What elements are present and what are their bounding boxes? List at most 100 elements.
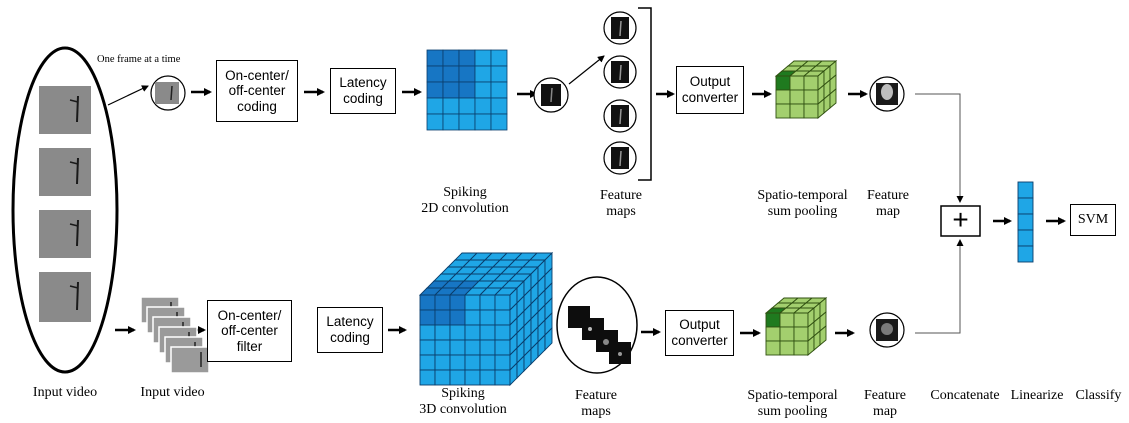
conv-cell xyxy=(490,49,508,67)
concatenate-caption: Concatenate xyxy=(930,388,1000,403)
conv3d-front-cell xyxy=(449,294,466,311)
bottom-feature-map-caption: Feature map xyxy=(864,388,906,420)
on-off-center-coding-box: On-center/ off-center coding xyxy=(216,60,298,122)
conv-cell xyxy=(490,113,508,131)
conv-cell xyxy=(458,49,476,67)
conv3d-front-cell xyxy=(479,324,496,341)
conv-cell xyxy=(442,113,460,131)
pool-top-front-cell xyxy=(775,103,791,119)
input-frame xyxy=(39,148,91,196)
conv3d-front-cell xyxy=(494,324,511,341)
pool-top-front-cell xyxy=(789,75,805,91)
conv3d-front-cell xyxy=(449,309,466,326)
conv3d-front-cell xyxy=(434,309,451,326)
conv-cell xyxy=(458,97,476,115)
input-video-ellipse xyxy=(11,46,119,374)
conv3d-front-cell xyxy=(419,294,436,311)
top-row-arrows xyxy=(191,88,868,98)
conv3d-front-cell xyxy=(479,369,496,386)
latency-coding-box-bottom: Latency coding xyxy=(317,307,383,353)
figure-silhouette xyxy=(76,219,79,247)
concat-plus-symbol: + xyxy=(952,204,969,235)
conv3d-front-cell xyxy=(479,309,496,326)
conv-cell xyxy=(442,81,460,99)
pool-bottom-front-cell xyxy=(765,340,781,356)
latency-coding-box-top: Latency coding xyxy=(330,68,396,114)
figure-arm xyxy=(69,99,79,103)
conv3d-front-cell xyxy=(419,324,436,341)
classify-caption: Classify xyxy=(1075,388,1122,403)
top-feature-map-caption: Feature map xyxy=(867,188,909,220)
conv3d-front-cell xyxy=(464,324,481,341)
pool-top-front-cell xyxy=(789,103,805,119)
conv3d-side-cell xyxy=(544,326,553,352)
conv-cell xyxy=(490,81,508,99)
bottom-feature-maps-caption: Feature maps xyxy=(575,388,617,420)
conv3d-front-cell xyxy=(419,354,436,371)
input-frames xyxy=(39,86,91,322)
pool-top-front-cell xyxy=(803,75,819,91)
svm-box: SVM xyxy=(1070,204,1116,236)
conv-cell xyxy=(426,81,444,99)
feature-map-trace xyxy=(619,108,622,125)
conv3d-front-cell xyxy=(479,354,496,371)
conv-cell xyxy=(490,65,508,83)
conv-cell xyxy=(474,49,492,67)
conv-cell xyxy=(474,97,492,115)
conv-cell xyxy=(442,49,460,67)
conv-cell xyxy=(426,65,444,83)
input-video-caption-left: Input video xyxy=(32,385,98,400)
conv-output-circle xyxy=(533,77,569,113)
spiking-3d-caption: Spiking 3D convolution xyxy=(419,386,507,418)
input-frame xyxy=(39,272,91,322)
linearize-caption: Linearize xyxy=(1010,388,1064,403)
pool-bottom-front-cell xyxy=(793,340,809,356)
input-video-caption-bottom: Input video xyxy=(140,385,205,400)
conv3d-front-cell xyxy=(434,339,451,356)
figure-arm xyxy=(69,223,79,227)
pool-top-front-cell xyxy=(775,89,791,105)
feature-map-trace xyxy=(619,64,622,81)
top-sum-pooling-cube xyxy=(774,60,838,119)
conv3d-front-cell xyxy=(449,324,466,341)
pool-bottom-front-cell xyxy=(765,312,781,328)
conv3d-front-cell xyxy=(464,294,481,311)
pool-bottom-side-cell xyxy=(819,325,827,346)
conv3d-front-cell xyxy=(464,309,481,326)
conv3d-front-cell xyxy=(464,339,481,356)
conv3d-front-cell xyxy=(434,354,451,371)
pool-bottom-front-cell xyxy=(793,312,809,328)
pool-top-front-cell xyxy=(775,75,791,91)
input-frame xyxy=(39,86,91,134)
pool-bottom-front-cell xyxy=(765,326,781,342)
conv3d-front-cell xyxy=(449,369,466,386)
conv-cell xyxy=(426,97,444,115)
arrow-to-frame xyxy=(107,85,149,106)
conv3d-front-cell xyxy=(494,294,511,311)
pool-bottom-front-cell xyxy=(779,312,795,328)
conv-cell xyxy=(458,113,476,131)
conv3d-front-cell xyxy=(464,354,481,371)
conv3d-front-cell xyxy=(494,339,511,356)
feature-map-trace xyxy=(619,20,622,37)
conv3d-front-cell xyxy=(449,354,466,371)
pool-top-front-cell xyxy=(789,89,805,105)
conv-cell xyxy=(474,65,492,83)
conv3d-front-cell xyxy=(419,369,436,386)
output-converter-box-bottom: Output converter xyxy=(665,310,734,356)
bottom-feature-map-circle xyxy=(869,312,905,348)
conv3d-front-cell xyxy=(419,339,436,356)
vector-cell xyxy=(1017,213,1034,231)
maps-bracket xyxy=(638,7,652,181)
vector-cell xyxy=(1017,197,1034,215)
figure-arm xyxy=(69,161,79,165)
pool-top-front-cell xyxy=(803,103,819,119)
conv-cell xyxy=(474,81,492,99)
conv3d-front-cell xyxy=(494,309,511,326)
vector-cell xyxy=(1017,181,1034,199)
top-pooling-caption: Spatio-temporal sum pooling xyxy=(757,188,848,220)
pool-bottom-front-cell xyxy=(779,326,795,342)
spiking-2d-caption: Spiking 2D convolution xyxy=(421,185,509,217)
